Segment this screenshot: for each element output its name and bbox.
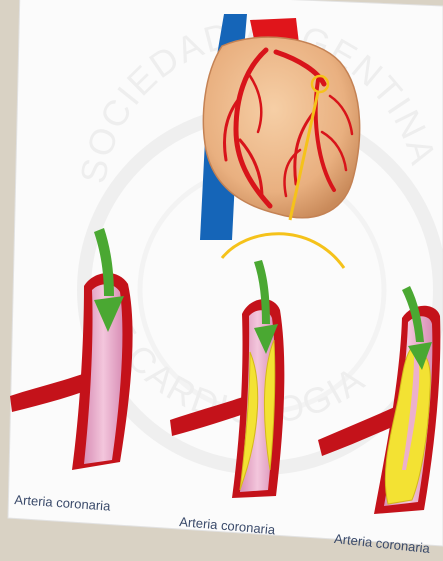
photo-of-printed-diagram: SOCIEDAD ARGENTINA DE CARDIOLOGIA — [0, 0, 443, 561]
diagram-canvas: SOCIEDAD ARGENTINA DE CARDIOLOGIA — [0, 0, 443, 561]
